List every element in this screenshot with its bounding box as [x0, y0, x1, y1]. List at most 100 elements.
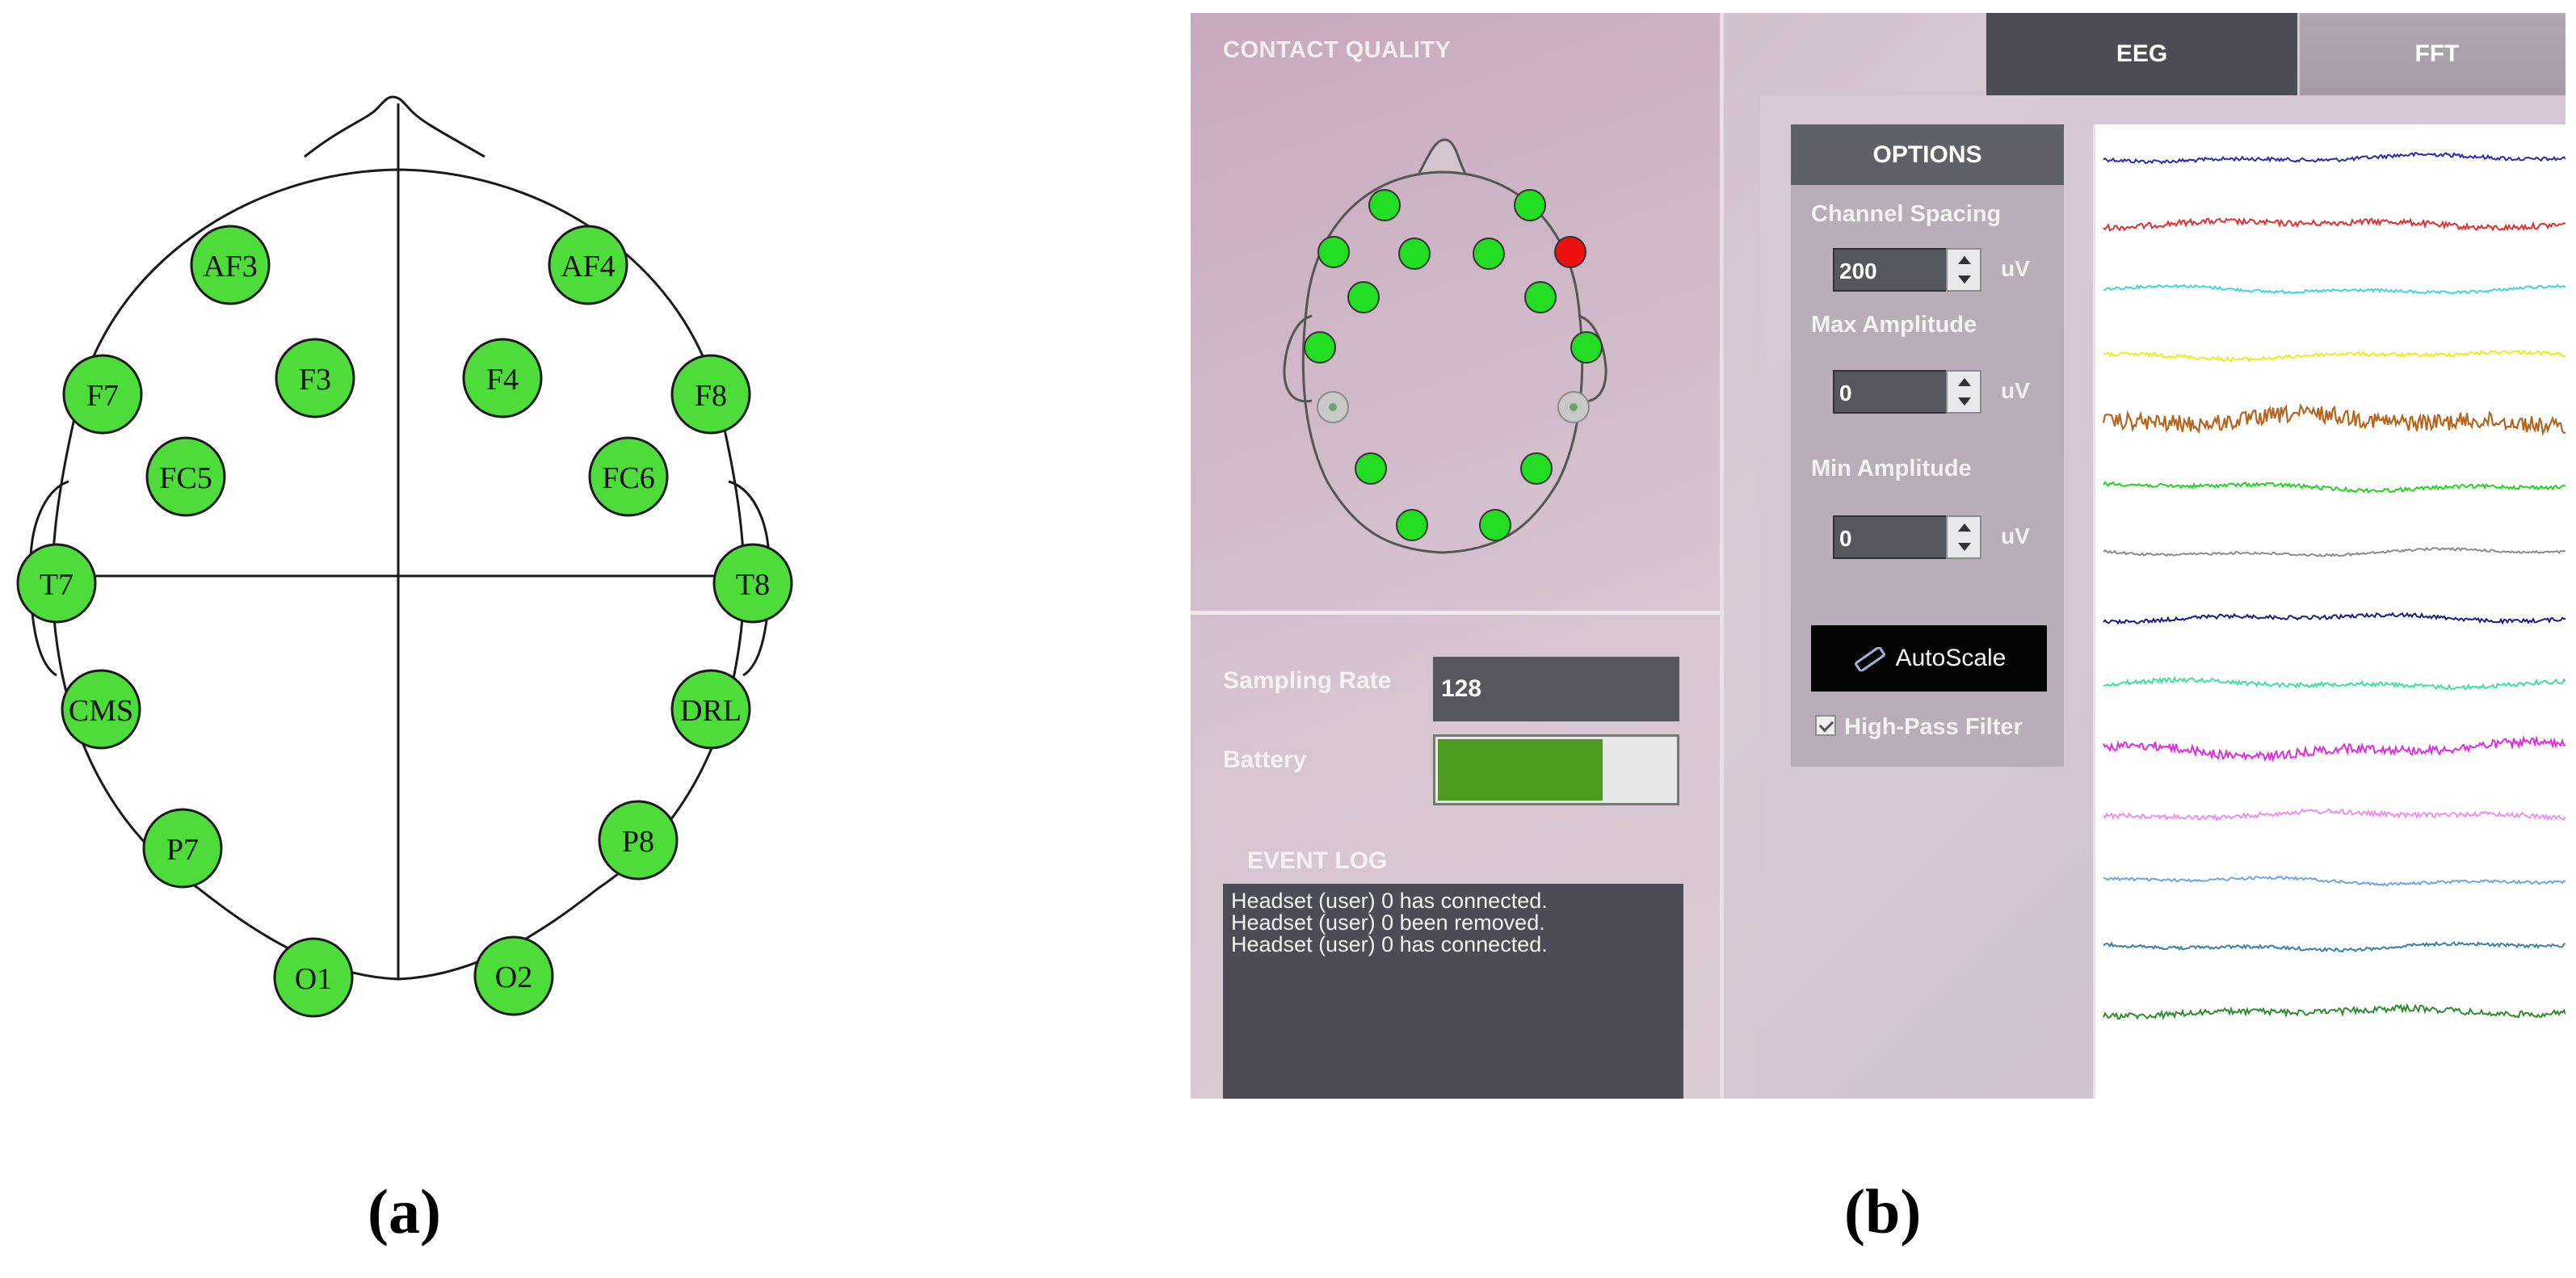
electrode-f3: [275, 338, 355, 418]
electrode-label: P7: [166, 833, 199, 867]
event-log-title: EVENT LOG: [1247, 847, 1388, 874]
electrode-af4: [548, 225, 628, 305]
contact-sensor-good: [1398, 238, 1431, 270]
options-title: OPTIONS: [1791, 124, 2064, 185]
min-amplitude-unit: uV: [2001, 523, 2030, 549]
chevron-down-icon: [1958, 543, 1971, 551]
electrode-label: DRL: [680, 694, 742, 728]
cq-head-outline: [1301, 170, 1584, 554]
tab-eeg[interactable]: EEG: [1986, 13, 2297, 95]
electrode-f7: [62, 354, 143, 435]
electrode-label: P8: [622, 825, 654, 859]
autoscale-button[interactable]: AutoScale: [1811, 625, 2047, 692]
channel-spacing-input[interactable]: 200: [1833, 248, 1950, 292]
contact-sensor-good: [1396, 509, 1428, 541]
electrode-label: CMS: [69, 694, 133, 728]
eeg-trace-line: [2103, 612, 2565, 625]
contact-sensor-good: [1368, 189, 1401, 221]
electrode-o1: [273, 937, 354, 1018]
electrode-label: AF4: [561, 250, 616, 284]
high-pass-filter-label: High-Pass Filter: [1844, 714, 2023, 740]
tab-fft[interactable]: FFT: [2300, 13, 2565, 95]
electrode-fc5: [145, 436, 226, 517]
cq-head-nose: [1418, 138, 1467, 174]
contact-quality-title: CONTACT QUALITY: [1223, 37, 1452, 63]
head-nose: [304, 95, 485, 158]
electrode-t7: [16, 543, 97, 624]
contact-sensor-good: [1479, 509, 1511, 541]
vertical-divider: [1720, 13, 1724, 1099]
battery-level-fill: [1438, 739, 1603, 801]
chevron-up-icon: [1958, 256, 1971, 264]
options-panel: OPTIONS Channel Spacing 200 uV Max Ampli…: [1791, 124, 2064, 767]
electrode-p8: [598, 800, 679, 881]
checkbox-checked-icon[interactable]: [1815, 715, 1836, 737]
electrode-label: AF3: [203, 250, 258, 284]
contact-sensor-good: [1524, 281, 1557, 313]
eeg-trace-line: [2103, 217, 2565, 232]
eeg-trace-line: [2103, 940, 2565, 953]
electrode-t8: [712, 543, 793, 624]
electrode-f4: [462, 338, 543, 418]
min-amplitude-label: Min Amplitude: [1811, 456, 1972, 481]
autoscale-label: AutoScale: [1895, 645, 2007, 671]
eeg-trace-plot: [2095, 124, 2565, 1099]
electrode-label: F4: [486, 363, 519, 397]
electrode-p7: [142, 808, 223, 889]
plot-border: [2093, 124, 2095, 1099]
contact-quality-head: [1283, 138, 1607, 554]
eeg-trace-line: [2103, 151, 2565, 165]
min-amplitude-stepper[interactable]: [1946, 515, 1981, 559]
chevron-up-icon: [1958, 378, 1971, 386]
channel-spacing-stepper[interactable]: [1946, 248, 1981, 292]
electrode-f8: [670, 354, 751, 435]
contact-sensor-good: [1347, 281, 1380, 313]
event-log-box[interactable]: Headset (user) 0 has connected. Headset …: [1223, 884, 1683, 1099]
reference-dot: [1329, 403, 1337, 411]
electrode-fc6: [588, 436, 669, 517]
sampling-rate-label: Sampling Rate: [1223, 667, 1392, 694]
eeg-trace-line: [2103, 675, 2565, 691]
eeg-trace-line: [2103, 349, 2565, 364]
contact-sensor-good: [1570, 331, 1603, 364]
contact-sensor-good: [1355, 452, 1387, 485]
high-pass-filter-toggle[interactable]: High-Pass Filter: [1815, 714, 2023, 741]
chevron-up-icon: [1958, 523, 1971, 532]
max-amplitude-input[interactable]: 0: [1833, 370, 1950, 414]
battery-label: Battery: [1223, 746, 1307, 773]
cq-head-left-ear: [1283, 314, 1313, 403]
eeg-trace-line: [2103, 481, 2565, 494]
event-log-line: Headset (user) 0 has connected.: [1231, 932, 1548, 956]
electrode-cms: [61, 669, 141, 750]
chevron-down-icon: [1958, 275, 1971, 284]
electrode-label: O2: [495, 961, 532, 994]
channel-spacing-label: Channel Spacing: [1811, 201, 2002, 227]
contact-sensor-bad: [1554, 236, 1586, 268]
max-amplitude-stepper[interactable]: [1946, 370, 1981, 414]
eeg-app-window: CONTACT QUALITY Sampling Rate 128 Batter…: [1191, 13, 2565, 1099]
min-amplitude-input[interactable]: 0: [1833, 515, 1950, 559]
eeg-trace-line: [2103, 1003, 2565, 1021]
electrode-o2: [473, 935, 554, 1016]
contact-sensor-good: [1520, 452, 1553, 485]
chevron-down-icon: [1958, 397, 1971, 406]
contact-quality-divider: [1191, 611, 1720, 615]
contact-sensor-group: [1304, 189, 1603, 541]
electrode-af3: [190, 225, 271, 305]
eeg-trace-line: [2103, 808, 2565, 822]
contact-sensor-good: [1473, 238, 1505, 270]
sampling-rate-value: 128: [1433, 657, 1679, 721]
electrode-label: F8: [695, 379, 727, 413]
contact-sensor-good: [1304, 331, 1336, 364]
panel-b-caption: (b): [1844, 1176, 1922, 1246]
contact-sensor-good: [1317, 236, 1350, 268]
panel-a-caption: (a): [368, 1176, 441, 1246]
event-log-line: Headset (user) 0 been removed.: [1231, 910, 1545, 935]
max-amplitude-unit: uV: [2001, 378, 2030, 403]
event-log-line: Headset (user) 0 has connected.: [1231, 889, 1548, 913]
electrode-label: F3: [299, 363, 331, 397]
max-amplitude-label: Max Amplitude: [1811, 312, 1977, 338]
eeg-trace-line: [2102, 402, 2565, 437]
electrode-label: FC6: [602, 461, 654, 495]
